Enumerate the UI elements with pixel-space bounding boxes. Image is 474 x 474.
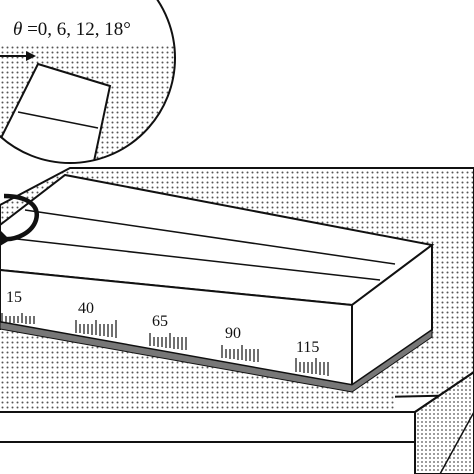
specimen-bottom-band <box>0 321 433 393</box>
ply-line-lower <box>7 237 381 281</box>
inset-label-band <box>0 0 175 46</box>
lower-slab-back-edge <box>414 371 474 413</box>
ruler-ticks-40 <box>75 320 117 338</box>
lower-slab-top <box>0 372 474 474</box>
ruler-label-90: 90 <box>225 325 241 342</box>
ruler-ticks-90 <box>221 345 259 362</box>
inset-ply-line <box>17 111 99 129</box>
ruler-label-65: 65 <box>152 313 168 330</box>
ruler-label-115: 115 <box>296 339 319 356</box>
ruler-ticks-115 <box>295 358 329 376</box>
rotation-arrow-icon <box>0 193 39 246</box>
ruler <box>1 313 329 376</box>
inset-specimen <box>0 62 112 163</box>
inset-arrow-icon <box>0 51 36 61</box>
ruler-label-15: 15 <box>6 289 22 306</box>
ruler-ticks-15 <box>1 313 35 324</box>
ply-line-upper <box>24 209 396 265</box>
ruler-label-40: 40 <box>78 300 94 317</box>
lower-slab-side-edge <box>439 411 474 474</box>
angle-label: θ =0, 6, 12, 18° <box>13 19 131 40</box>
ruler-ticks-65 <box>149 333 187 350</box>
inset-border <box>0 0 176 164</box>
angle-symbol: θ <box>13 19 22 40</box>
angle-values: =0, 6, 12, 18° <box>27 19 131 40</box>
